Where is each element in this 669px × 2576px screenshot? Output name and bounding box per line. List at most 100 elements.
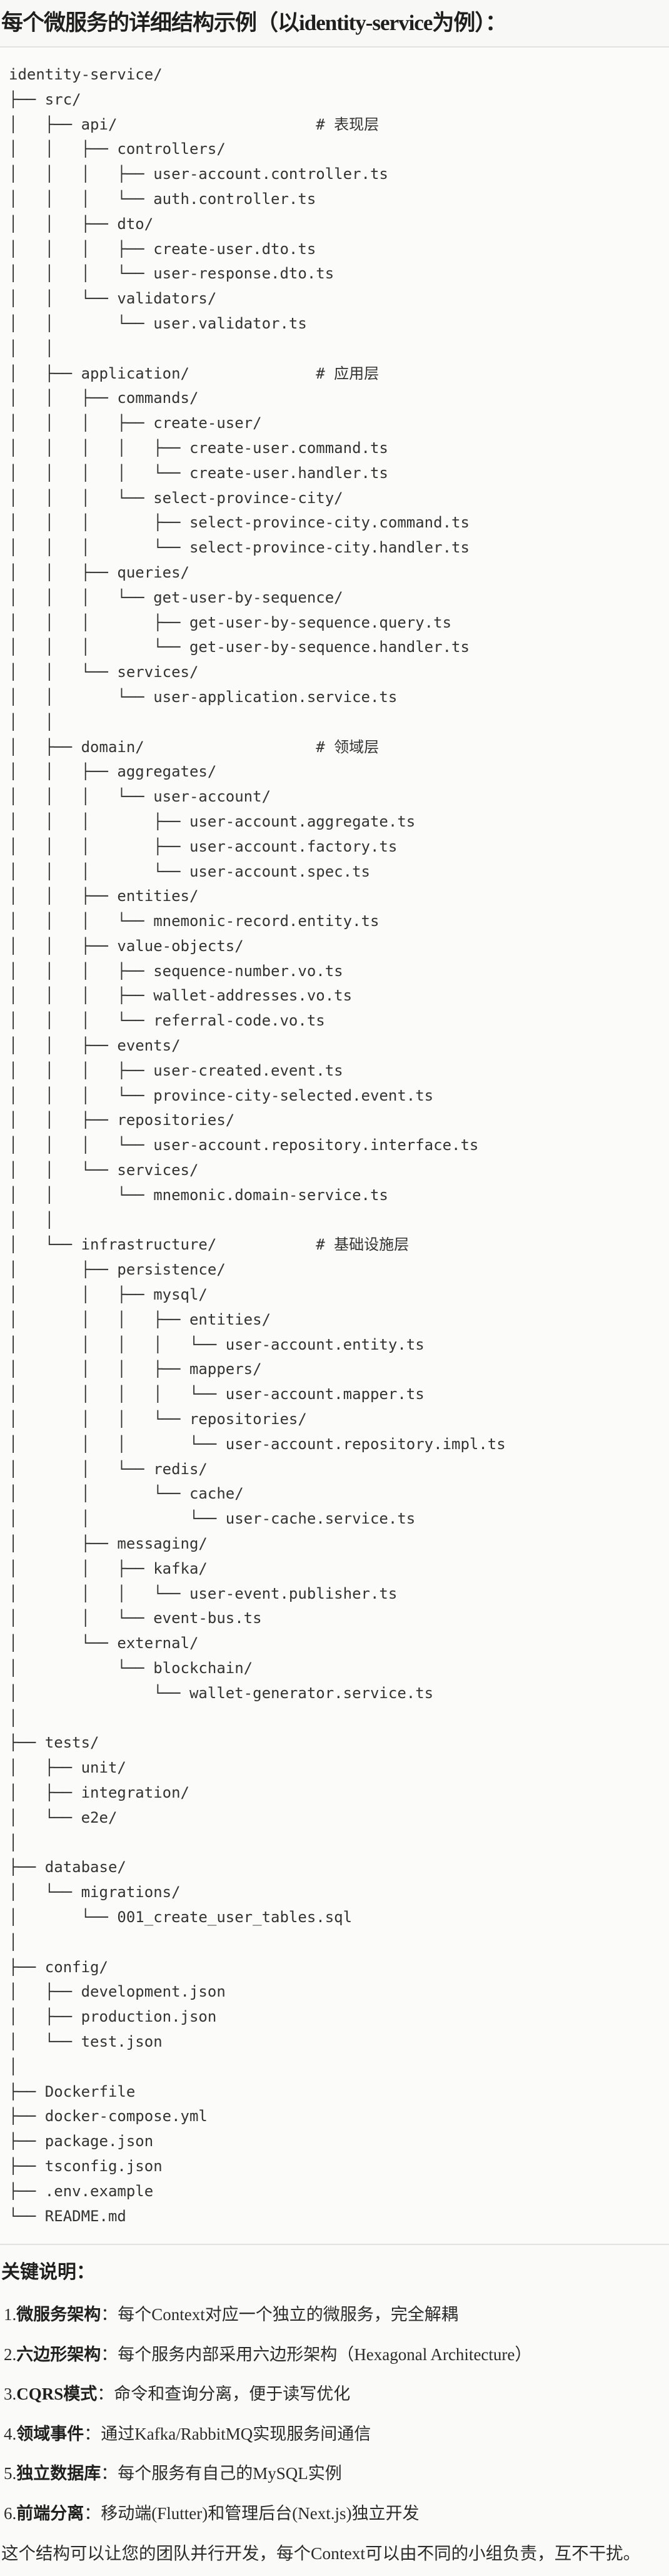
tree-line: │ ├── domain/ # 领域层 [9,738,380,756]
tree-line: │ │ └── event-bus.ts [9,1609,262,1627]
tree-line: │ │ │ └── get-user-by-sequence/ [9,588,343,606]
tree-line: │ │ │ ├── user-account.controller.ts [9,165,388,183]
tree-line: │ │ │ └── referral-code.vo.ts [9,1012,325,1030]
tree-line: │ │ ├── entities/ [9,887,199,905]
tree-line: │ ├── production.json [9,2008,217,2026]
tree-line: │ │ │ └── auth.controller.ts [9,190,316,208]
tree-line: │ │ └── cache/ [9,1485,244,1503]
tree-line: │ │ └── services/ [9,1161,199,1179]
tree-line: identity-service/ [9,66,163,83]
tree-line: ├── tests/ [9,1734,99,1752]
note-number: 1. [4,2305,17,2324]
tree-line: │ ├── development.json [9,1983,226,2001]
note-separator: ： [84,2503,101,2523]
tree-line: │ │ ├── events/ [9,1037,181,1055]
directory-tree-code-block: identity-service/ ├── src/ │ ├── api/ # 表现… [0,48,669,2246]
tree-line: │ │ │ └── select-province-city/ [9,489,343,507]
tree-line: ├── config/ [9,1958,108,1976]
tree-line: │ └── infrastructure/ # 基础设施层 [9,1236,410,1254]
tree-line: │ │ ├── controllers/ [9,140,226,158]
tree-line: │ │ └── user-cache.service.ts [9,1510,416,1528]
note-label: 微服务架构 [16,2305,101,2324]
tree-line: ├── src/ [9,90,81,108]
note-text: 通过Kafka/RabbitMQ实现服务间通信 [101,2424,371,2443]
tree-line: │ │ [9,339,54,357]
tree-line: │ │ ├── aggregates/ [9,763,217,781]
tree-line: │ [9,2057,18,2075]
tree-line: │ │ [9,713,54,731]
tree-line: │ │ │ └── repositories/ [9,1410,307,1428]
tree-line: │ │ ├── value-objects/ [9,937,244,955]
note-label: 领域事件 [16,2424,84,2443]
tree-line: │ │ ├── kafka/ [9,1559,208,1577]
tree-line: │ │ ├── queries/ [9,563,189,581]
tree-line: │ │ │ └── user-account.repository.interf… [9,1136,479,1154]
notes-heading: 关键说明： [1,2262,95,2283]
tree-line: │ [9,1933,18,1951]
tree-line: ├── database/ [9,1858,126,1876]
tree-line: │ │ └── services/ [9,663,199,681]
tree-line: ├── tsconfig.json [9,2157,163,2175]
note-separator: ： [101,2305,118,2324]
tree-line: │ │ │ └── user-response.dto.ts [9,265,334,283]
tree-line: │ │ ├── mysql/ [9,1286,208,1304]
tree-line: │ └── wallet-generator.service.ts [9,1684,434,1702]
note-text: 每个Context对应一个独立的微服务，完全解耦 [118,2305,458,2324]
tree-line: │ └── blockchain/ [9,1659,253,1677]
tree-line: │ [9,1833,18,1851]
note-item: 2.六边形架构：每个服务内部采用六边形架构（Hexagonal Architec… [1,2335,669,2375]
note-separator: ： [101,2344,118,2364]
tree-line: │ │ │ └── province-city-selected.event.t… [9,1086,434,1104]
tree-line: │ └── 001_create_user_tables.sql [9,1908,353,1926]
tree-line: ├── docker-compose.yml [9,2107,208,2125]
tree-line: │ ├── application/ # 应用层 [9,364,380,382]
tree-line: │ ├── api/ # 表现层 [9,115,380,133]
tree-line: │ │ │ ├── mappers/ [9,1360,262,1378]
note-text: 移动端(Flutter)和管理后台(Next.js)独立开发 [101,2503,420,2523]
tree-line: │ │ │ └── select-province-city.handler.t… [9,539,470,557]
tree-line: ├── package.json [9,2132,154,2151]
tree-line: │ │ └── redis/ [9,1460,208,1478]
note-separator: ： [84,2424,101,2443]
tree-line: │ │ │ └── user-account.repository.impl.t… [9,1435,506,1453]
tree-line: │ │ │ ├── entities/ [9,1310,271,1328]
tree-line: │ │ │ ├── sequence-number.vo.ts [9,962,343,980]
tree-line: │ │ │ ├── user-created.event.ts [9,1061,343,1079]
note-label: 六边形架构 [16,2344,101,2364]
tree-line: │ │ │ │ └── user-account.mapper.ts [9,1385,425,1403]
note-label: 前端分离 [16,2503,84,2523]
tree-line: │ [9,1709,18,1727]
tree-line: │ │ │ ├── user-account.aggregate.ts [9,812,416,830]
tree-line: │ │ │ │ ├── create-user.command.ts [9,439,388,457]
closing-paragraph: 这个结构可以让您的团队并行开发，每个Context可以由不同的小组负责，互不干扰… [1,2543,641,2563]
tree-line: │ │ │ ├── create-user.dto.ts [9,240,316,258]
note-item: 1.微服务架构：每个Context对应一个独立的微服务，完全解耦 [1,2295,669,2335]
tree-line: │ ├── messaging/ [9,1535,208,1553]
note-item: 6.前端分离：移动端(Flutter)和管理后台(Next.js)独立开发 [1,2494,669,2534]
note-number: 3. [4,2385,17,2404]
tree-line: ├── .env.example [9,2182,154,2200]
note-label: CQRS模式 [16,2385,98,2404]
tree-line: │ │ │ ├── create-user/ [9,414,262,432]
note-separator: ： [97,2385,114,2404]
tree-line: │ │ ├── repositories/ [9,1111,235,1129]
note-item: 4.领域事件：通过Kafka/RabbitMQ实现服务间通信 [1,2415,669,2455]
note-number: 6. [4,2503,17,2523]
tree-line: │ │ ├── dto/ [9,215,154,233]
note-separator: ： [101,2464,118,2483]
tree-line: │ │ │ └── get-user-by-sequence.handler.t… [9,638,470,656]
tree-line: │ │ [9,1211,54,1229]
note-text: 每个服务内部采用六边形架构（Hexagonal Architecture） [118,2344,532,2364]
tree-line: │ ├── unit/ [9,1759,126,1777]
tree-line: │ │ │ └── user-account/ [9,788,271,806]
tree-line: └── README.md [9,2207,126,2225]
note-text: 每个服务有自己的MySQL实例 [118,2464,342,2483]
note-item: 5.独立数据库：每个服务有自己的MySQL实例 [1,2454,669,2494]
tree-line: │ │ │ └── user-event.publisher.ts [9,1584,398,1602]
tree-line: │ └── e2e/ [9,1808,118,1826]
tree-line: │ ├── persistence/ [9,1261,226,1279]
tree-line: ├── Dockerfile [9,2082,136,2100]
tree-line: │ │ └── mnemonic.domain-service.ts [9,1186,388,1204]
